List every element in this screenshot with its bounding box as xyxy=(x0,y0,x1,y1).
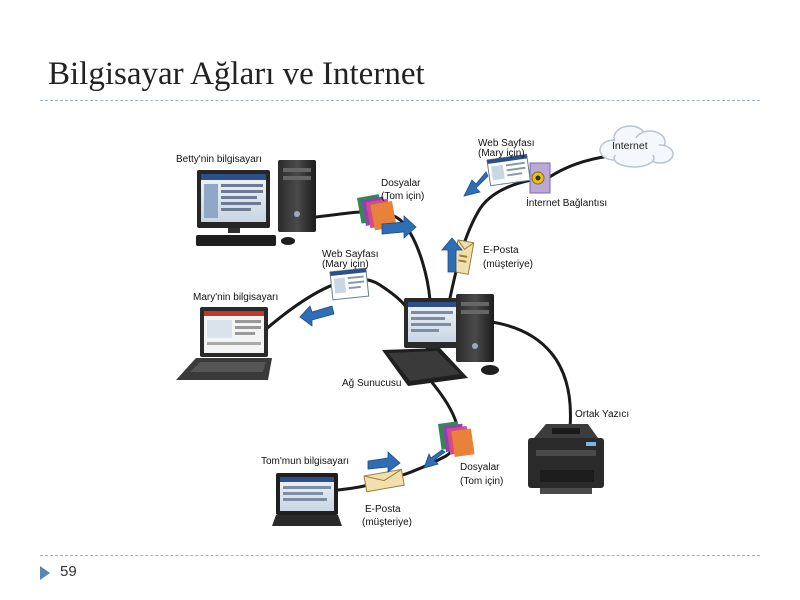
betty-keyboard xyxy=(196,235,276,246)
arrow-tom-to-email xyxy=(367,451,401,473)
footer-divider xyxy=(40,555,760,556)
web-left-line1: Web Sayfası xyxy=(322,249,379,260)
slide-title: Bilgisayar Ağları ve Internet xyxy=(48,56,425,92)
page-number: 59 xyxy=(60,563,77,580)
email-bottom-line1: E-Posta xyxy=(365,504,401,515)
label-printer: Ortak Yazıcı xyxy=(575,409,629,420)
web-left-line2: (Mary için) xyxy=(322,259,369,270)
web-top-line2: (Mary için) xyxy=(478,148,525,159)
label-connection: İnternet Bağlantısı xyxy=(526,196,607,209)
shared-printer: Ortak Yazıcı xyxy=(528,409,629,494)
arrow-email-up xyxy=(441,237,463,273)
server-mouse xyxy=(481,365,499,375)
tom-laptop: Tom'mun bilgisayarı xyxy=(261,456,349,526)
files-bottom-line2: (Tom için) xyxy=(460,476,503,487)
email-bottom-line2: (müşteriye) xyxy=(362,517,412,528)
email-bottom: E-Posta (müşteriye) xyxy=(362,468,412,528)
cable-mary-server xyxy=(263,277,412,332)
files-top-line2: (Tom için) xyxy=(381,191,424,202)
web-page-left: Web Sayfası (Mary için) xyxy=(322,249,379,301)
arrow-files-to-server xyxy=(381,215,417,239)
email-top-line1: E-Posta xyxy=(483,245,519,256)
betty-mouse xyxy=(281,237,295,245)
cable-printer-server xyxy=(490,320,572,430)
email-top: E-Posta (müşteriye) xyxy=(451,239,533,275)
label-server: Ağ Sunucusu xyxy=(342,378,402,389)
label-tom: Tom'mun bilgisayarı xyxy=(261,456,349,467)
web-top-line1: Web Sayfası xyxy=(478,138,535,149)
betty-computer: Betty'nin bilgisayarı xyxy=(176,154,316,246)
mary-laptop: Mary'nin bilgisayarı xyxy=(176,292,278,380)
internet-connection-device: İnternet Bağlantısı xyxy=(526,162,607,209)
footer-bullet-icon xyxy=(40,566,50,580)
arrow-web-to-internet xyxy=(463,171,489,197)
arrow-files-to-tom xyxy=(423,449,446,469)
label-mary: Mary'nin bilgisayarı xyxy=(193,292,278,303)
email-top-line2: (müşteriye) xyxy=(483,259,533,270)
network-server: Ağ Sunucusu xyxy=(342,294,499,389)
files-bottom: Dosyalar (Tom için) xyxy=(438,421,503,487)
files-bottom-line1: Dosyalar xyxy=(460,462,500,473)
files-top-line1: Dosyalar xyxy=(381,178,421,189)
title-divider xyxy=(40,100,760,101)
files-top: Dosyalar (Tom için) xyxy=(357,178,424,231)
flow-arrows xyxy=(299,171,489,473)
arrow-web-to-mary xyxy=(299,305,335,327)
tom-laptop-base xyxy=(272,515,342,526)
internet-cloud: Internet xyxy=(599,125,674,168)
label-betty: Betty'nin bilgisayarı xyxy=(176,154,262,165)
label-internet: Internet xyxy=(612,140,648,152)
web-page-top: Web Sayfası (Mary için) xyxy=(478,138,535,187)
